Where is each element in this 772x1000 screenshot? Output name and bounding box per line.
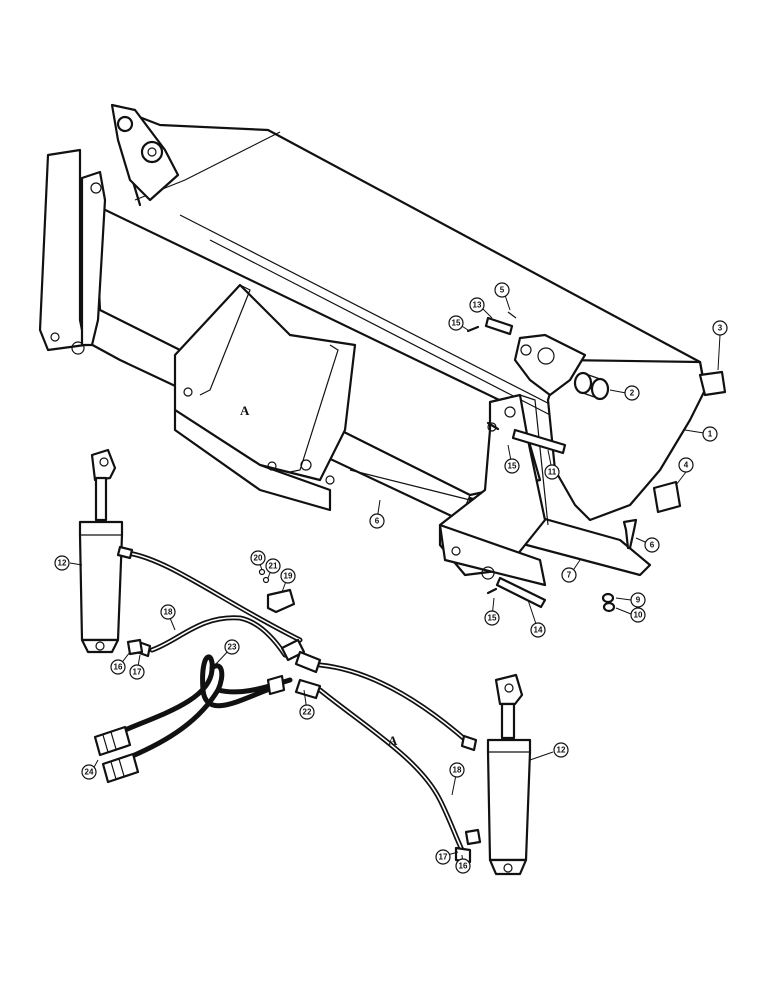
svg-text:5: 5 xyxy=(500,286,505,295)
callout-10: 10 xyxy=(630,607,646,623)
svg-text:22: 22 xyxy=(303,708,312,717)
svg-text:13: 13 xyxy=(473,301,482,310)
callout-15-mid: 15 xyxy=(504,458,520,474)
callout-16-right: 16 xyxy=(455,858,471,874)
callout-21: 21 xyxy=(265,558,281,574)
callout-20: 20 xyxy=(250,550,266,566)
hose-fittings xyxy=(116,545,478,864)
svg-text:12: 12 xyxy=(557,746,566,755)
callout-4: 4 xyxy=(678,457,694,473)
svg-text:17: 17 xyxy=(133,668,142,677)
left-hydraulic-cylinder xyxy=(78,448,124,654)
callout-13: 13 xyxy=(469,297,485,313)
svg-text:18: 18 xyxy=(164,608,173,617)
reference-mark-upper: A xyxy=(240,403,250,418)
svg-text:3: 3 xyxy=(718,324,723,333)
callout-15-top: 15 xyxy=(448,315,464,331)
callout-3: 3 xyxy=(712,320,728,336)
callout-7: 7 xyxy=(561,567,577,583)
svg-text:11: 11 xyxy=(548,468,557,477)
small-hardware xyxy=(466,311,638,613)
svg-text:17: 17 xyxy=(439,853,448,862)
wear-pad xyxy=(698,370,727,397)
callout-17-left: 17 xyxy=(129,664,145,680)
svg-text:9: 9 xyxy=(636,596,641,605)
svg-text:6: 6 xyxy=(650,541,655,550)
svg-text:19: 19 xyxy=(284,572,293,581)
svg-text:10: 10 xyxy=(634,611,643,620)
svg-text:18: 18 xyxy=(453,766,462,775)
center-mounting-bracket xyxy=(173,283,357,512)
shim-plate xyxy=(652,480,682,514)
svg-text:15: 15 xyxy=(488,614,497,623)
hose-clamp xyxy=(266,588,296,614)
callout-15-bottom: 15 xyxy=(484,610,500,626)
callout-24: 24 xyxy=(81,764,97,780)
elbow-fittings xyxy=(126,638,482,846)
callout-2: 2 xyxy=(624,385,640,401)
callout-23: 23 xyxy=(224,639,240,655)
callout-19: 19 xyxy=(280,568,296,584)
svg-text:23: 23 xyxy=(228,643,237,652)
svg-text:15: 15 xyxy=(508,462,517,471)
callout-12-left: 12 xyxy=(54,555,70,571)
quick-couplers xyxy=(93,725,140,784)
svg-text:2: 2 xyxy=(630,389,635,398)
callout-18-right: 18 xyxy=(449,762,465,778)
callout-14: 14 xyxy=(530,622,546,638)
upper-left-pivot-bracket xyxy=(110,103,180,202)
hydraulic-hoses xyxy=(122,550,471,853)
svg-text:21: 21 xyxy=(269,562,278,571)
callout-9: 9 xyxy=(630,592,646,608)
left-mount-plate xyxy=(38,148,107,355)
reference-mark-lower: A xyxy=(388,733,398,748)
callout-11: 11 xyxy=(544,464,560,480)
svg-text:12: 12 xyxy=(58,559,67,568)
svg-text:16: 16 xyxy=(114,663,123,672)
callout-22: 22 xyxy=(299,704,315,720)
pins xyxy=(484,316,567,609)
svg-text:1: 1 xyxy=(708,430,713,439)
svg-text:14: 14 xyxy=(534,626,543,635)
callout-5: 5 xyxy=(494,282,510,298)
svg-text:24: 24 xyxy=(85,768,94,777)
right-hydraulic-cylinder xyxy=(486,673,532,876)
right-pivot-bracket xyxy=(513,333,587,397)
svg-text:16: 16 xyxy=(459,862,468,871)
clamp-screw xyxy=(258,568,266,576)
svg-text:7: 7 xyxy=(567,571,572,580)
callout-6-plate: 6 xyxy=(369,513,385,529)
callout-17-right: 17 xyxy=(435,849,451,865)
callout-12-right: 12 xyxy=(553,742,569,758)
svg-text:4: 4 xyxy=(684,461,689,470)
callout-18-left: 18 xyxy=(160,604,176,620)
callout-16-left: 16 xyxy=(110,659,126,675)
svg-text:20: 20 xyxy=(254,554,263,563)
callout-6-bolt: 6 xyxy=(644,537,660,553)
callout-1: 1 xyxy=(702,426,718,442)
svg-text:6: 6 xyxy=(375,517,380,526)
clamp-washer xyxy=(262,576,270,584)
bushings xyxy=(573,371,610,401)
svg-text:15: 15 xyxy=(452,319,461,328)
